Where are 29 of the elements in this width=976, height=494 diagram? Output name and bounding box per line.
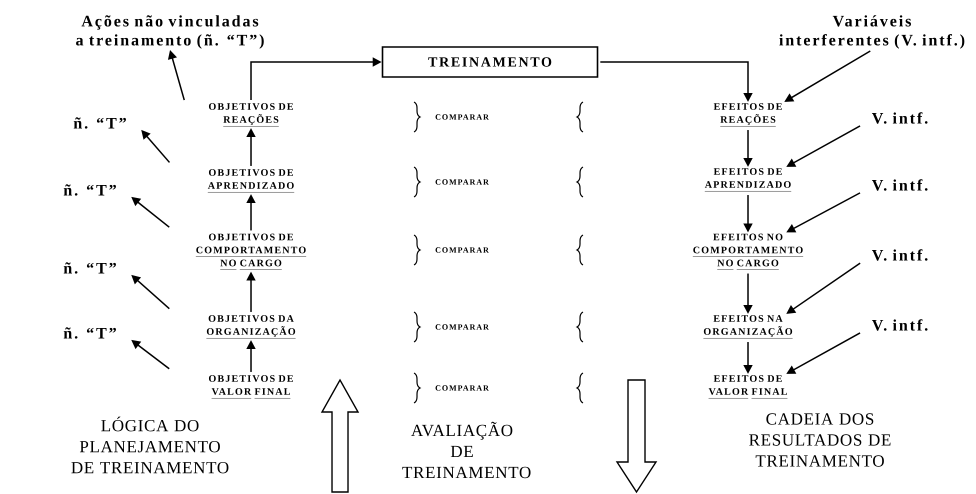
side-note: ñ. “T” (64, 262, 116, 274)
level-text: EFEITOS DE APRENDIZADO (704, 168, 792, 192)
level-text: OBJETIVOS DE APRENDIZADO (208, 169, 294, 192)
side-note: V. intf. (872, 319, 928, 331)
level-text: OBJETIVOS DA ORGANIZAÇÃO (206, 315, 296, 338)
side-note: V. intf. (872, 179, 928, 191)
heading-text: Variáveis interferentes (V. intf.) (779, 15, 964, 49)
process-box: TREINAMENTO (382, 46, 598, 78)
compare-label: COMPARAR (436, 179, 489, 185)
level-text: OBJETIVOS DE VALOR FINAL (208, 375, 294, 398)
side-note: V. intf. (872, 249, 928, 261)
level-text: EFEITOS DE REAÇÕES (714, 103, 782, 126)
side-note: ñ. “T” (64, 327, 116, 339)
level-text: OBJETIVOS DE COMPORTAMENTO NO CARGO (196, 234, 306, 270)
heading-text: Ações não vinculadas a treinamento (ñ. “T”) (76, 15, 264, 49)
side-note: V. intf. (872, 112, 928, 124)
level-text: EFEITOS NO COMPORTAMENTO NO CARGO (692, 234, 804, 270)
compare-label: COMPARAR (436, 247, 489, 253)
side-note: ñ. “T” (74, 117, 126, 129)
level-text: OBJETIVOS DE REAÇÕES (208, 103, 294, 126)
level-text: EFEITOS NA ORGANIZAÇÃO (703, 315, 793, 338)
compare-label: COMPARAR (436, 114, 489, 120)
compare-label: COMPARAR (436, 324, 489, 330)
compare-label: COMPARAR (436, 385, 489, 391)
level-text: EFEITOS DE VALOR FINAL (708, 375, 788, 398)
side-note: ñ. “T” (64, 184, 116, 196)
section-caption: LÓGICA DO PLANEJAMENTO DE TREINAMENTO (71, 416, 228, 474)
section-caption: CADEIA DOS RESULTADOS DE TREINAMENTO (749, 413, 890, 467)
section-caption: AVALIAÇÃO DE TREINAMENTO (402, 422, 531, 478)
